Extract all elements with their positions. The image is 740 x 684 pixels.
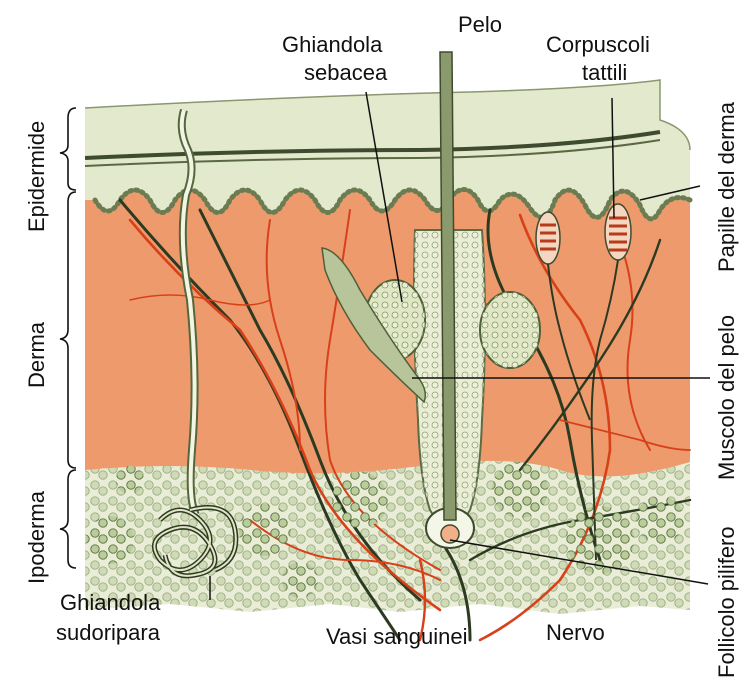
label-nervo: Nervo — [546, 620, 605, 645]
label-ghiandola-sebacea-line2: sebacea — [304, 60, 388, 85]
label-pelo: Pelo — [458, 12, 502, 37]
label-follicolo-pilifero: Follicolo pilifero — [714, 526, 739, 678]
bracket-epidermide — [60, 108, 76, 190]
bracket-ipoderma — [60, 470, 76, 568]
label-ghiandola-sudoripara-line1: Ghiandola — [60, 590, 161, 615]
label-vasi-sanguinei: Vasi sanguinei — [326, 624, 467, 649]
bracket-derma — [60, 192, 76, 468]
label-muscolo-del-pelo: Muscolo del pelo — [714, 315, 739, 480]
label-ghiandola-sudoripara-line2: sudoripara — [56, 620, 161, 645]
label-ipoderma: Ipoderma — [24, 490, 49, 584]
label-papille-del-derma: Papille del derma — [714, 101, 739, 272]
label-corpuscoli-line2: tattili — [582, 60, 627, 85]
label-epidermide: Epidermide — [24, 121, 49, 232]
label-ghiandola-sebacea-line1: Ghiandola — [282, 32, 383, 57]
label-corpuscoli-line1: Corpuscoli — [546, 32, 650, 57]
layer-brackets — [60, 108, 76, 568]
label-derma: Derma — [24, 321, 49, 388]
